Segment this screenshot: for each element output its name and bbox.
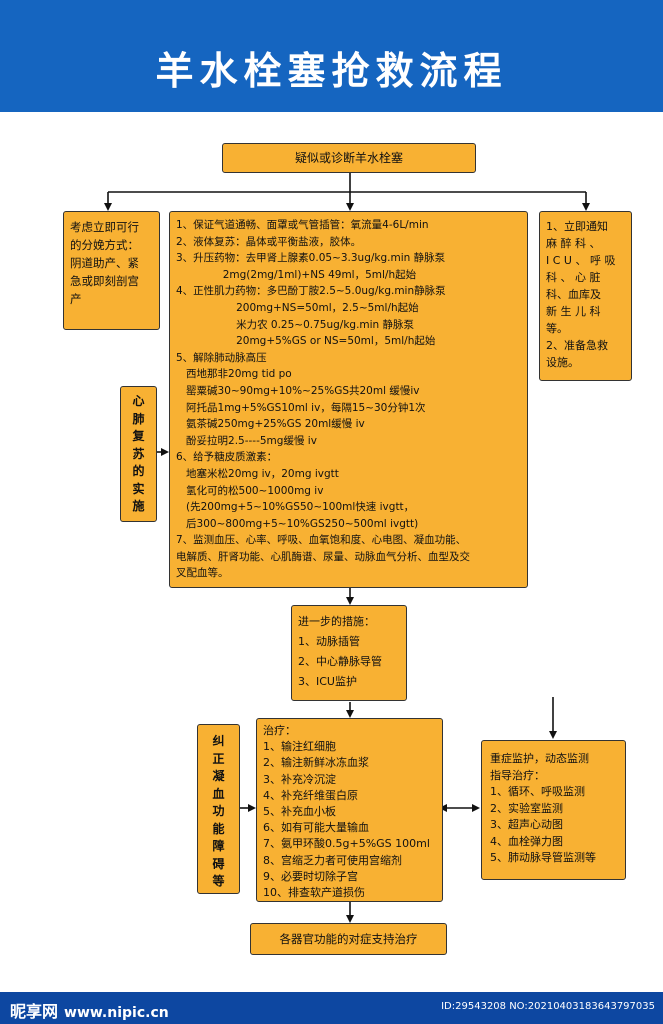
main-line: 1、保证气道通畅、面罩或气管插管：氧流量4-6L/min <box>176 219 429 231</box>
monitor-line: 重症监护，动态监测 <box>490 752 589 765</box>
monitor-line: 3、超声心动图 <box>490 818 563 831</box>
monitor-line: 2、实验室监测 <box>490 801 563 815</box>
left-cpr-line: 实 <box>132 481 145 496</box>
main-line: 地塞米松20mg iv，20mg ivgtt <box>176 467 339 480</box>
main-line: 米力农 0.25~0.75ug/kg.min 静脉泵 <box>176 318 415 331</box>
main-line: 氨茶碱250mg+25%GS 20ml缓慢 iv <box>176 418 365 431</box>
treatment-line: 9、必要时切除子宫 <box>263 869 358 883</box>
treatment-line: 2、输注新鲜冰冻血浆 <box>263 756 369 770</box>
node-notify-departments: 1、立即通知麻 醉 科 、 I C U 、 呼 吸科 、 心 脏科、血库及新 生 … <box>539 211 632 381</box>
left-cpr-line: 心 <box>132 394 145 408</box>
main-line: 氢化可的松500~1000mg iv <box>176 484 324 497</box>
left-top-line: 急或即刻剖宫 <box>70 274 139 288</box>
treatment-line: 8、宫缩乏力者可使用宫缩剂 <box>263 853 402 867</box>
left-coag-line: 纠 <box>212 734 225 748</box>
right-top-line: 等。 <box>546 322 568 335</box>
left-cpr-line: 苏 <box>132 446 145 461</box>
monitor-line: 1、循环、呼吸监测 <box>490 785 585 798</box>
node-organ-support: 各器官功能的对症支持治疗 <box>250 923 447 955</box>
left-top-line: 阴道助产、紧 <box>70 256 139 270</box>
left-cpr-line: 施 <box>132 499 145 513</box>
left-cpr-line: 的 <box>132 464 145 478</box>
left-coag-line: 正 <box>212 751 225 766</box>
main-line: 后300~800mg+5~10%GS250~500ml ivgtt) <box>176 517 419 530</box>
main-line: 电解质、肝肾功能、心肌酶谱、尿量、动脉血气分析、血型及交 <box>176 550 470 563</box>
left-coag-line: 血 <box>212 786 225 801</box>
treatment-line: 6、如有可能大量输血 <box>263 821 369 835</box>
right-top-line: 2、准备急救 <box>546 339 608 352</box>
main-line: 20mg+5%GS or NS=50ml，5ml/h起始 <box>176 335 436 348</box>
left-top-line: 的分娩方式： <box>70 238 139 252</box>
main-line: (先200mg+5~10%GS50~100ml快速 ivgtt， <box>176 501 415 514</box>
node-delivery-options: 考虑立即可行的分娩方式： 阴道助产、紧急或即刻剖宫产 <box>63 211 160 330</box>
main-line: 2、液体复苏：晶体或平衡盐液，胶体。 <box>176 235 362 248</box>
left-coag-line: 能 <box>212 821 225 836</box>
treatment-line: 10、排查软产道损伤 <box>263 886 365 900</box>
main-line: 7、监测血压、心率、呼吸、血氧饱和度、心电图、凝血功能、 <box>176 534 467 547</box>
node-cpr: 心肺复苏的实施 <box>120 386 157 522</box>
treatment-line: 4、补充纤维蛋白原 <box>263 788 358 802</box>
further-line: 2、中心静脉导管 <box>298 655 382 668</box>
further-line: 进一步的措施： <box>298 615 375 628</box>
main-line: 2mg(2mg/1ml)+NS 49ml，5ml/h起始 <box>176 268 417 281</box>
main-line: 6、给予糖皮质激素： <box>176 451 278 464</box>
monitor-line: 4、血栓弹力图 <box>490 834 563 848</box>
right-top-line: 科 、 心 脏 <box>546 271 601 284</box>
left-coag-line: 功 <box>212 804 225 818</box>
left-coag-line: 凝 <box>212 769 225 783</box>
treatment-line: 治疗： <box>263 724 296 737</box>
main-line: 5、解除肺动脉高压 <box>176 351 267 364</box>
main-line: 3、升压药物：去甲肾上腺素0.05~3.3ug/kg.min 静脉泵 <box>176 252 446 265</box>
right-top-line: 设施。 <box>546 356 579 369</box>
treatment-line: 1、输注红细胞 <box>263 740 336 754</box>
left-coag-line: 障 <box>212 839 225 853</box>
left-coag-line: 碍 <box>212 856 225 871</box>
treatment-line: 3、补充冷沉淀 <box>263 772 336 786</box>
node-main-resuscitation: 1、保证气道通畅、面罩或气管插管：氧流量4-6L/min 2、液体复苏：晶体或平衡… <box>169 211 528 588</box>
footer-id: ID:29543208 NO:20210403183643797035 <box>441 1001 655 1012</box>
right-top-line: 1、立即通知 <box>546 220 608 233</box>
node-correct-coagulation: 纠正凝血功能障碍等 <box>197 724 240 894</box>
header-banner: 羊水栓塞抢救流程 <box>0 0 663 112</box>
main-line: 4、正性肌力药物：多巴酚丁胺2.5~5.0ug/kg.min静脉泵 <box>176 285 446 298</box>
left-top-line: 考虑立即可行 <box>70 220 139 234</box>
left-cpr-line: 复 <box>132 429 145 443</box>
left-coag-line: 等 <box>212 874 225 888</box>
footer-url: www.nipic.cn <box>64 1005 169 1021</box>
node-suspected-diagnosis: 疑似或诊断羊水栓塞 <box>222 143 476 173</box>
treatment-line: 5、补充血小板 <box>263 805 336 819</box>
treatment-line: 7、氨甲环酸0.5g+5%GS 100ml <box>263 837 430 851</box>
node-icu-monitoring: 重症监护，动态监测指导治疗： 1、循环、呼吸监测 2、实验室监测 3、超声心动图 4、血… <box>481 740 626 880</box>
main-line: 西地那非20mg tid po <box>176 368 292 381</box>
right-top-line: 麻 醉 科 、 <box>546 237 601 250</box>
main-line: 阿托品1mg+5%GS10ml iv，每隔15~30分钟1次 <box>176 401 426 414</box>
main-line: 叉配血等。 <box>176 567 229 580</box>
monitor-line: 指导治疗： <box>490 768 545 782</box>
further-line: 1、动脉插管 <box>298 635 360 648</box>
node-further-measures: 进一步的措施： 1、动脉插管 2、中心静脉导管 3、ICU监护 <box>291 605 407 701</box>
right-top-line: 科、血库及 <box>546 288 601 301</box>
main-line: 罂粟碱30~90mg+10%~25%GS共20ml 缓慢iv <box>176 384 420 397</box>
node-treatment: 治疗： 1、输注红细胞 2、输注新鲜冰冻血浆 3、补充冷沉淀 4、补充纤维蛋白原 5、补充… <box>256 718 443 902</box>
left-cpr-line: 肺 <box>132 411 145 426</box>
page-title: 羊水栓塞抢救流程 <box>155 49 508 93</box>
further-line: 3、ICU监护 <box>298 675 357 688</box>
right-top-line: I C U 、 呼 吸 <box>546 254 616 267</box>
monitor-line: 5、肺动脉导管监测等 <box>490 851 596 864</box>
left-top-line: 产 <box>70 292 82 306</box>
main-line: 200mg+NS=50ml，2.5~5ml/h起始 <box>176 301 419 314</box>
main-line: 酚妥拉明2.5----5mg缓慢 iv <box>176 434 317 447</box>
right-top-line: 新 生 儿 科 <box>546 305 601 318</box>
